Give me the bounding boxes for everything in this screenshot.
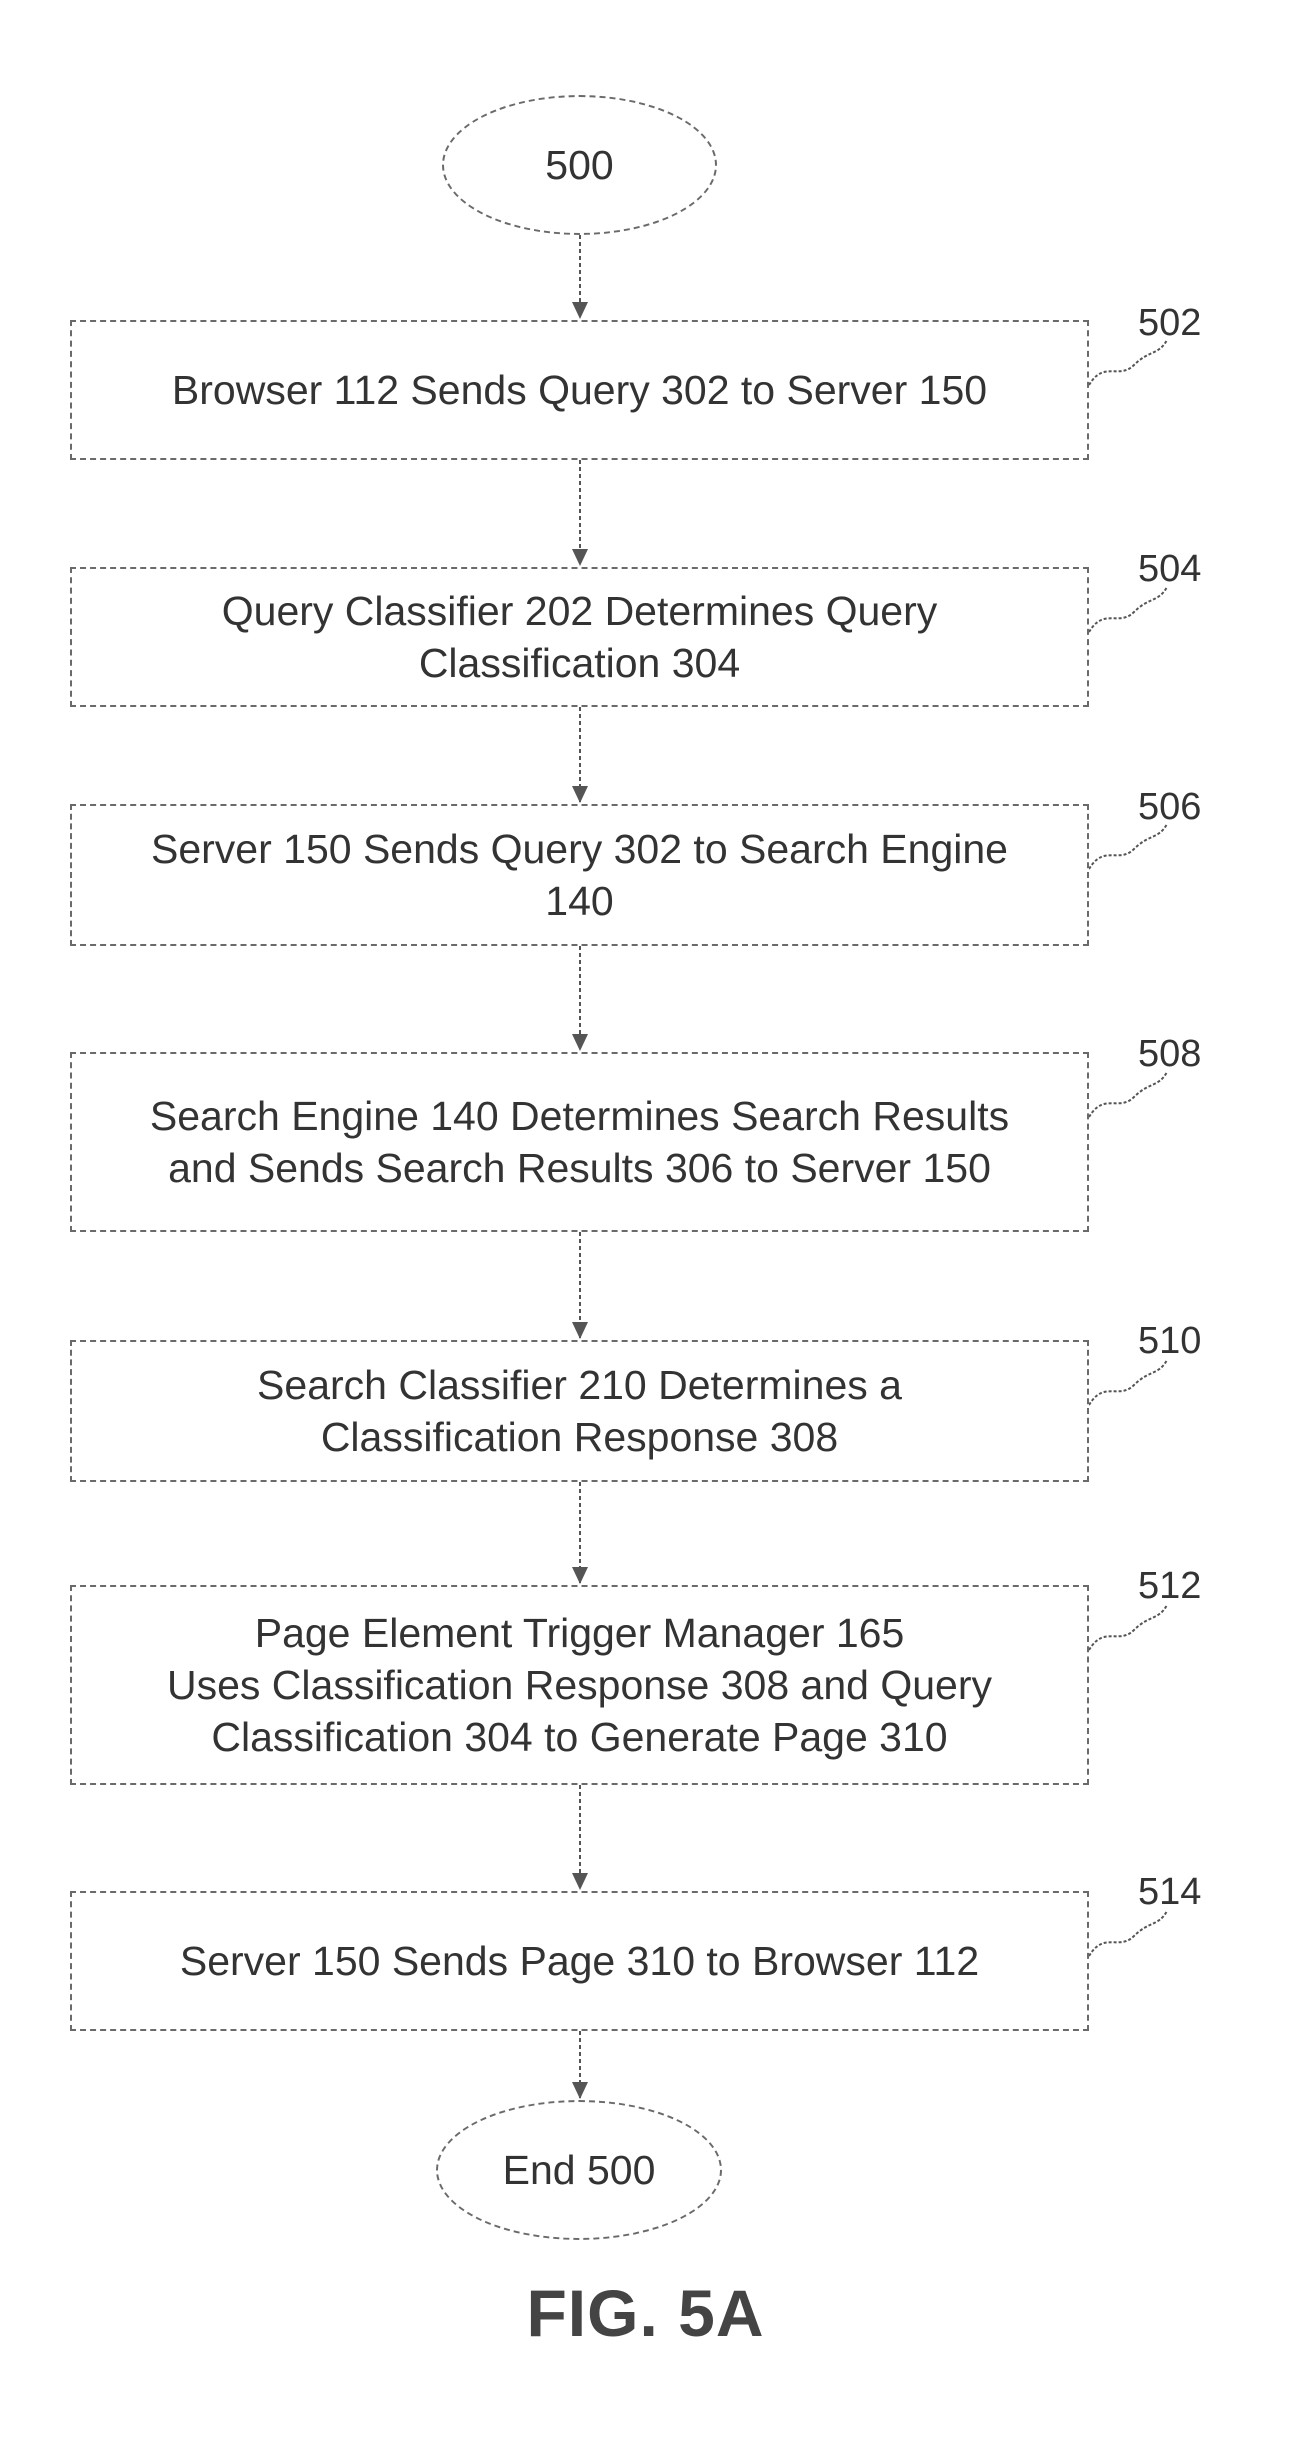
step-text-line: Page Element Trigger Manager 165 (167, 1607, 992, 1659)
arrowhead (572, 786, 588, 803)
step-text-line: Classification Response 308 (257, 1411, 902, 1463)
step-512-ref: 512 (1138, 1565, 1201, 1608)
step-508-ref: 508 (1138, 1033, 1201, 1076)
step-504-ref: 504 (1138, 548, 1201, 591)
start-terminal: 500 (442, 95, 717, 235)
step-514-box: Server 150 Sends Page 310 to Browser 112 (70, 1891, 1089, 2031)
step-text-line: Search Classifier 210 Determines a (257, 1359, 902, 1411)
step-512-text: Page Element Trigger Manager 165Uses Cla… (167, 1607, 992, 1763)
step-text-line: Query Classifier 202 Determines Query (222, 585, 937, 637)
step-text-line: and Sends Search Results 306 to Server 1… (150, 1142, 1009, 1194)
step-502-box: Browser 112 Sends Query 302 to Server 15… (70, 320, 1089, 460)
step-502-ref: 502 (1138, 302, 1201, 345)
leader-line (1089, 340, 1167, 385)
step-502-text: Browser 112 Sends Query 302 to Server 15… (172, 364, 987, 416)
leader-line (1089, 1605, 1167, 1650)
leader-line (1089, 824, 1167, 869)
leader-line (1089, 1911, 1167, 1956)
step-510-ref: 510 (1138, 1320, 1201, 1363)
end-label: End 500 (503, 2147, 656, 2194)
step-text-line: Classification 304 to Generate Page 310 (167, 1711, 992, 1763)
step-506-text: Server 150 Sends Query 302 to Search Eng… (151, 823, 1008, 927)
leader-line (1089, 587, 1167, 632)
start-label: 500 (545, 142, 613, 189)
arrowhead (572, 302, 588, 319)
step-text-line: Classification 304 (222, 637, 937, 689)
step-text-line: Server 150 Sends Page 310 to Browser 112 (180, 1935, 979, 1987)
arrowhead (572, 1034, 588, 1051)
figure-label: FIG. 5A (0, 2275, 1291, 2351)
step-506-box: Server 150 Sends Query 302 to Search Eng… (70, 804, 1089, 946)
arrowhead (572, 1322, 588, 1339)
step-text-line: Uses Classification Response 308 and Que… (167, 1659, 992, 1711)
arrowhead (572, 2082, 588, 2099)
leader-line (1089, 1360, 1167, 1405)
step-514-ref: 514 (1138, 1871, 1201, 1914)
step-text-line: Server 150 Sends Query 302 to Search Eng… (151, 823, 1008, 875)
step-514-text: Server 150 Sends Page 310 to Browser 112 (180, 1935, 979, 1987)
leader-line (1089, 1072, 1167, 1117)
step-508-text: Search Engine 140 Determines Search Resu… (150, 1090, 1009, 1194)
step-504-box: Query Classifier 202 Determines QueryCla… (70, 567, 1089, 707)
arrowhead (572, 549, 588, 566)
step-506-ref: 506 (1138, 786, 1201, 829)
arrowhead (572, 1873, 588, 1890)
step-512-box: Page Element Trigger Manager 165Uses Cla… (70, 1585, 1089, 1785)
end-terminal: End 500 (436, 2100, 722, 2240)
step-510-text: Search Classifier 210 Determines aClassi… (257, 1359, 902, 1463)
step-504-text: Query Classifier 202 Determines QueryCla… (222, 585, 937, 689)
arrowhead (572, 1567, 588, 1584)
step-text-line: Search Engine 140 Determines Search Resu… (150, 1090, 1009, 1142)
step-text-line: Browser 112 Sends Query 302 to Server 15… (172, 364, 987, 416)
step-text-line: 140 (151, 875, 1008, 927)
step-510-box: Search Classifier 210 Determines aClassi… (70, 1340, 1089, 1482)
step-508-box: Search Engine 140 Determines Search Resu… (70, 1052, 1089, 1232)
